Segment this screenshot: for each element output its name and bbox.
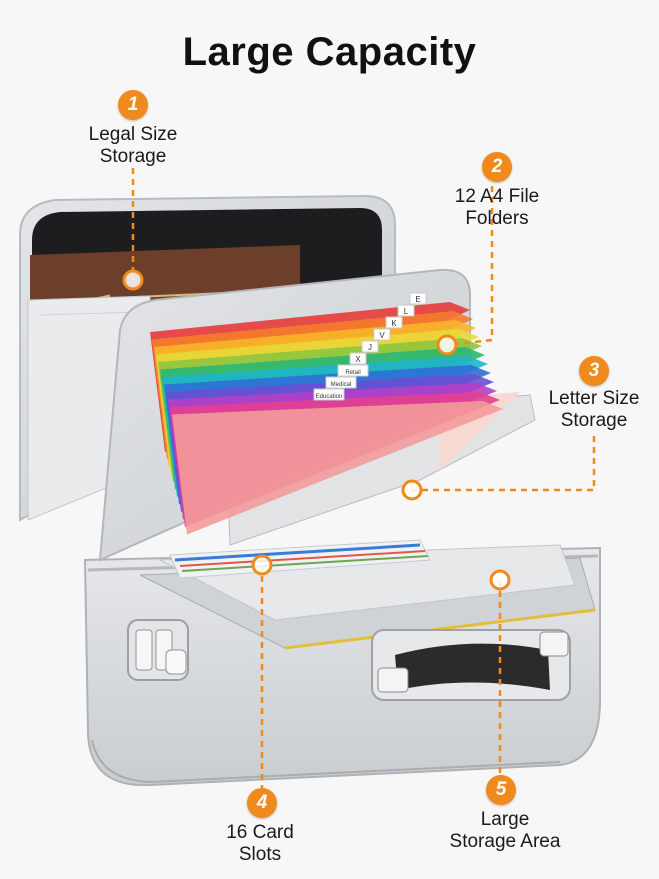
callout-badge-2: 2: [482, 152, 512, 182]
folder-tab: [385, 316, 403, 329]
folder-tab: [337, 364, 369, 377]
callout-3-line-1: Letter Size: [548, 388, 640, 409]
folder-tab-label: V: [379, 331, 385, 340]
folder-tab: [313, 388, 345, 401]
callout-label-3: Letter Size Storage: [530, 388, 658, 432]
callout-badge-4: 4: [247, 788, 277, 818]
folder-tab-label: Medical: [331, 382, 352, 388]
callout-badge-1: 1: [118, 90, 148, 120]
callout-3-line-2: Storage: [560, 410, 628, 431]
folder-tab-label: Education: [316, 394, 343, 400]
folder-tab: [349, 352, 367, 365]
folder-tab-label: E: [415, 295, 420, 304]
callout-1-line-1: Legal Size: [88, 124, 178, 145]
callout-5-line-2: Storage Area: [449, 831, 561, 852]
folder-tab: [361, 340, 379, 353]
combination-lock: [127, 619, 189, 681]
folder-tab: [409, 292, 427, 305]
target-dots: [122, 269, 511, 591]
callout-4-line-2: Slots: [238, 844, 282, 865]
callout-label-1: Legal Size Storage: [68, 124, 198, 168]
carry-handle: [371, 629, 571, 701]
folder-tab-label: K: [391, 319, 397, 328]
folder-divider: [172, 401, 503, 535]
callout-badge-3: 3: [579, 356, 609, 386]
folder-tab: [397, 304, 415, 317]
folder-tab-label: X: [355, 355, 361, 364]
page-title: Large Capacity: [182, 30, 477, 74]
card-slots: [169, 539, 431, 579]
folder-tab-label: Retail: [345, 370, 360, 376]
callout-4-line-1: 16 Card: [226, 822, 294, 843]
callout-label-2: 12 A4 File Folders: [432, 186, 562, 230]
callout-label-4: 16 Card Slots: [195, 822, 325, 866]
callout-2-line-2: Folders: [465, 208, 529, 229]
leader-lines: [131, 168, 596, 788]
folder-tab: [373, 328, 391, 341]
callout-2-line-1: 12 A4 File: [454, 186, 540, 207]
folder-tab: [325, 376, 357, 389]
callout-5-line-1: Large: [480, 809, 530, 830]
callout-label-5: Large Storage Area: [425, 809, 585, 853]
folder-tab-label: J: [368, 343, 372, 352]
folder-tab-label: L: [404, 307, 409, 316]
callout-1-line-2: Storage: [99, 146, 167, 167]
callout-badge-5: 5: [486, 775, 516, 805]
